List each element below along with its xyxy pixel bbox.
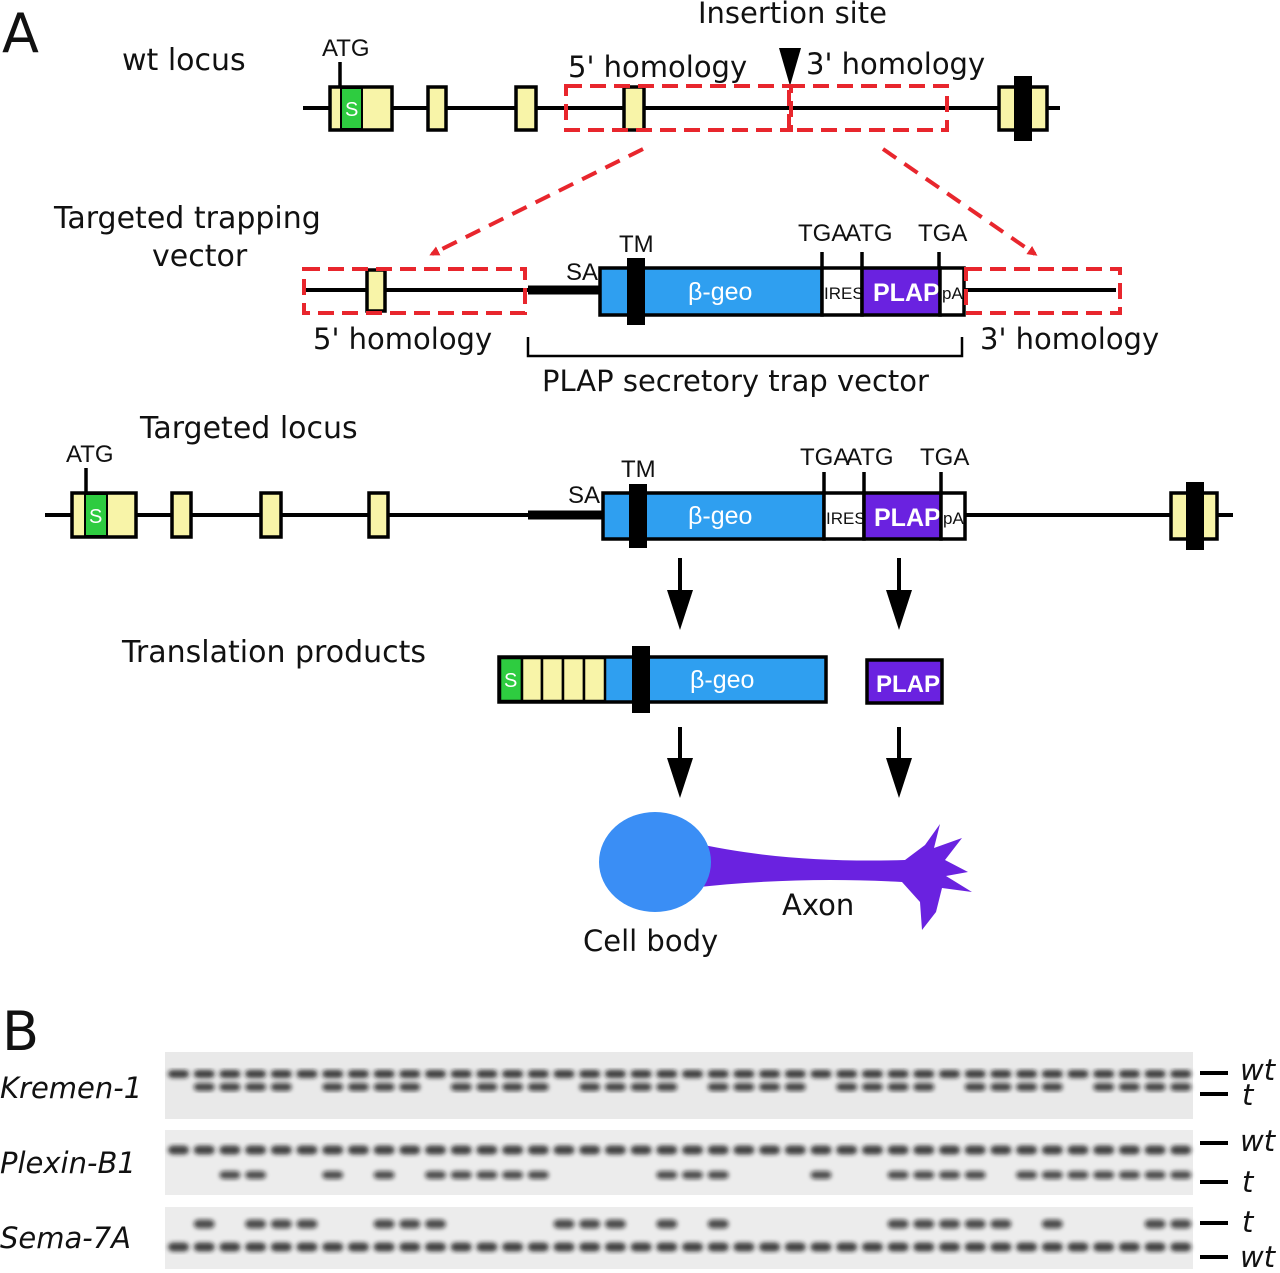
blot-plexin-b1: Plexin-B1 wt t	[0, 1124, 1277, 1199]
blot-top-band-label: wt	[1240, 1053, 1277, 1087]
cell-body-shape	[599, 812, 711, 912]
vector-5-homology-box	[302, 267, 527, 315]
targeted-plap-label: PLAP	[874, 504, 941, 532]
insertion-site-label: Insertion site	[698, 0, 887, 30]
targeted-sa-label: SA	[568, 482, 600, 509]
wt-signal-exon	[340, 87, 363, 130]
targeted-exon-3	[259, 491, 283, 539]
translation-arrows	[667, 558, 912, 798]
arrow-5-homology	[429, 147, 644, 256]
blot-top-band-label: t	[1242, 1205, 1255, 1239]
targeted-exon-4	[367, 491, 390, 539]
targeted-locus-gene: ATG S SA TM β-geo IRES PLAP pA TGA ATG T…	[45, 441, 1233, 550]
vector-exon	[365, 268, 387, 313]
targeted-signal-label: S	[89, 506, 102, 528]
targeted-plap	[862, 491, 943, 541]
wt-atg-label: ATG	[322, 35, 370, 62]
fusion-signal-label: S	[504, 670, 517, 692]
vector-3-homology-box	[964, 267, 1122, 315]
blot-sema-7a: Sema-7A t wt	[0, 1205, 1277, 1273]
fusion-beta-geo-label: β-geo	[690, 666, 754, 694]
vector-plap-label: PLAP	[873, 279, 940, 307]
targeted-locus-label: Targeted locus	[139, 411, 358, 446]
blot-gene-label: Plexin-B1	[0, 1146, 136, 1180]
blot-top-band-label: wt	[1240, 1124, 1277, 1158]
cell-body-label: Cell body	[583, 924, 718, 958]
targeted-tm-label: TM	[621, 456, 656, 483]
blot-gene-label: Kremen-1	[0, 1071, 142, 1105]
panel-b-letter: B	[2, 1000, 39, 1063]
vector-pa-label: pA	[942, 284, 963, 303]
wt-locus-gene: ATG S	[303, 35, 1060, 141]
wt-5-homology-label: 5' homology	[568, 50, 747, 84]
wt-5-homology-box	[564, 84, 793, 132]
insertion-site-marker	[779, 48, 801, 86]
neuron-illustration	[599, 812, 972, 930]
blot-bottom-band-label: t	[1242, 1165, 1255, 1199]
targeted-exon-2	[170, 491, 193, 539]
trap-vector-label: PLAP secretory trap vector	[542, 364, 929, 398]
blot-bottom-band-label: t	[1242, 1078, 1255, 1112]
vector-atg-label: ATG	[845, 220, 893, 247]
targeted-tga-1-label: TGA	[800, 444, 849, 471]
targeted-atg-2-label: ATG	[846, 444, 894, 471]
blot-bands	[168, 1219, 1192, 1252]
vector-3-homology-label: 3' homology	[980, 322, 1159, 356]
translation-products-label: Translation products	[121, 635, 426, 670]
vector-tga-2-label: TGA	[918, 220, 967, 247]
axon-label: Axon	[782, 888, 854, 922]
arrow-3-homology	[881, 147, 1038, 256]
blot-bottom-band-label: wt	[1240, 1240, 1277, 1273]
targeted-atg-label: ATG	[66, 441, 114, 468]
targeted-ires	[822, 491, 866, 541]
vector-tm-label: TM	[619, 231, 654, 258]
targeted-tga-2-label: TGA	[920, 444, 969, 471]
targeted-beta-geo-label: β-geo	[688, 502, 752, 530]
blot-kremen-1: Kremen-1 wt t	[0, 1052, 1277, 1119]
fusion-protein: S β-geo	[497, 646, 828, 713]
targeted-pa-label: pA	[943, 509, 964, 528]
vector-tga-1-label: TGA	[798, 220, 847, 247]
wt-3-homology-box	[787, 84, 949, 132]
targeted-ires-label: IRES	[826, 509, 866, 528]
vector-5-homology-label: 5' homology	[313, 322, 492, 356]
wt-exon-3	[514, 85, 538, 132]
blot-bands	[168, 1145, 1192, 1179]
vector-beta-geo-label: β-geo	[688, 278, 752, 306]
plap-protein	[865, 658, 944, 705]
wt-exon-2	[426, 85, 448, 132]
targeted-vector-label-2: vector	[152, 239, 248, 274]
vector-sa-label: SA	[566, 259, 598, 286]
vector-ires-label: IRES	[824, 284, 864, 303]
blot-gene-label: Sema-7A	[0, 1221, 131, 1255]
wt-signal-label: S	[345, 99, 358, 121]
wt-exon-4	[622, 85, 646, 132]
wt-3-homology-label: 3' homology	[806, 47, 985, 81]
wt-locus-label: wt locus	[122, 43, 246, 78]
axon-shape	[690, 824, 972, 930]
trap-vector-bracket	[526, 337, 964, 358]
blot-bands	[168, 1070, 1192, 1091]
panel-a-letter: A	[2, 2, 39, 65]
targeted-signal-exon	[84, 493, 108, 537]
targeted-vector-label-1: Targeted trapping	[53, 201, 321, 236]
plap-protein-label: PLAP	[876, 671, 940, 698]
targeting-vector: SA TM β-geo IRES PLAP pA TGA ATG TGA	[305, 220, 1116, 325]
